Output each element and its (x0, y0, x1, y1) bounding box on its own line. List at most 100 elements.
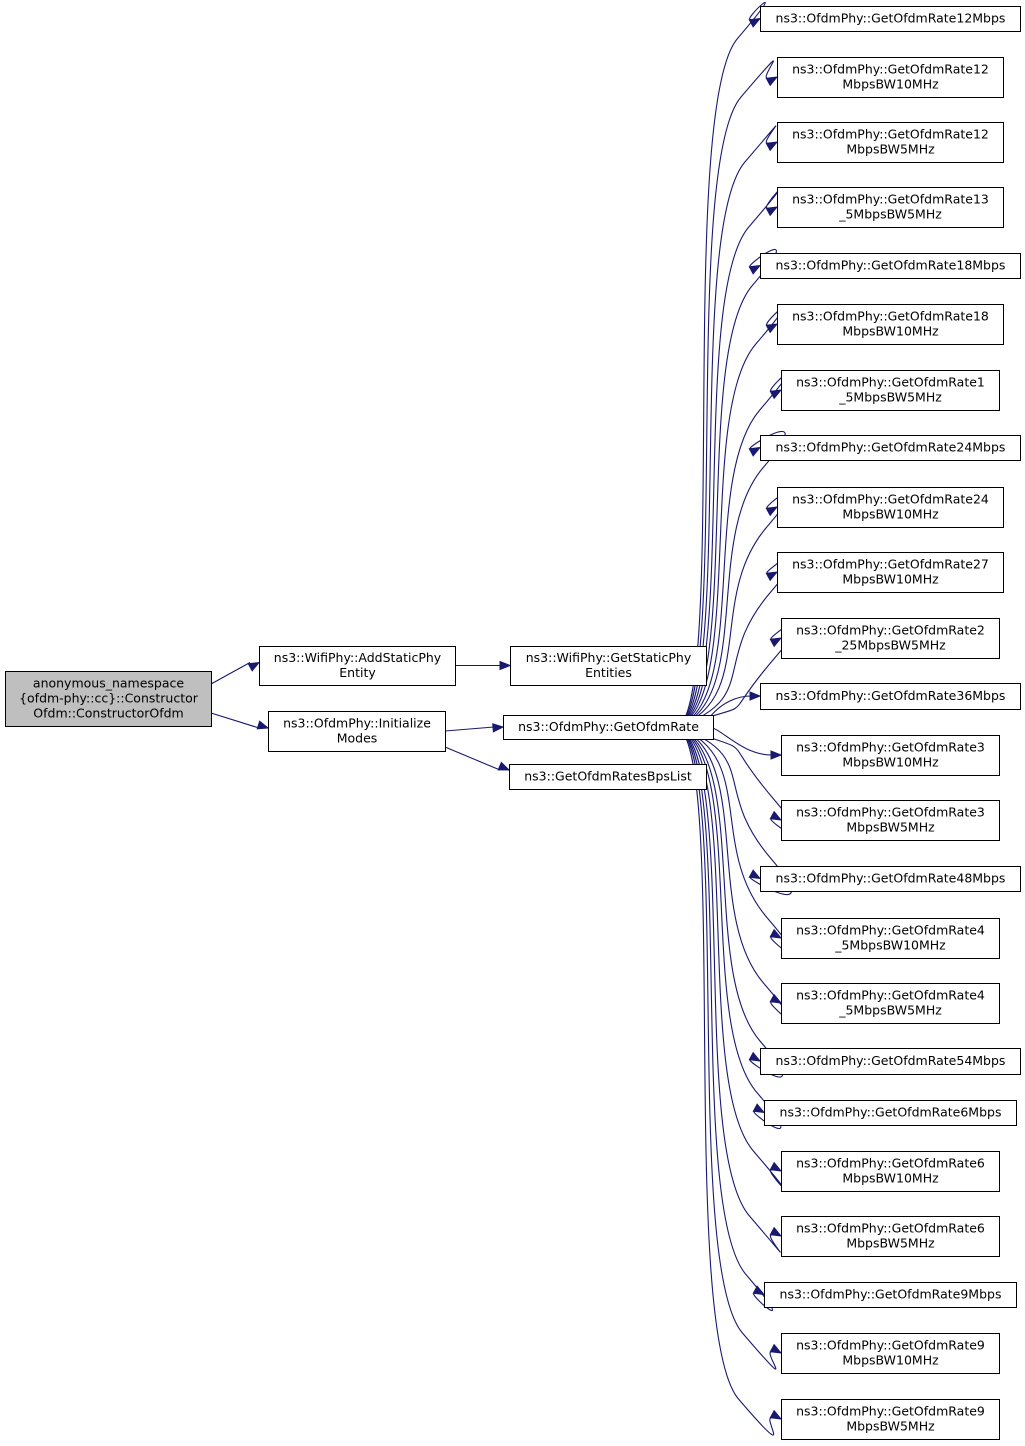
node-box (510, 646, 707, 686)
node-r4-5-5[interactable]: ns3::OfdmPhy::GetOfdmRate4_5MbpsBW5MHz (781, 983, 1000, 1024)
node-label-line: {ofdm-phy::cc}::Constructor (19, 691, 199, 706)
node-label-line: ns3::OfdmPhy::GetOfdmRate3 (796, 805, 985, 820)
arrowhead (748, 264, 762, 275)
node-label-line: ns3::OfdmPhy::GetOfdmRate6 (796, 1156, 985, 1171)
node-label-line: Entity (339, 665, 376, 680)
node-r13-5[interactable]: ns3::OfdmPhy::GetOfdmRate13_5MbpsBW5MHz (777, 187, 1004, 228)
node-box (760, 683, 1021, 710)
node-label-line: ns3::WifiPhy::GetStaticPhy (526, 650, 692, 665)
node-box (777, 57, 1004, 98)
node-box (781, 1399, 1000, 1440)
edge-getofdmrate-to-r4_5_10 (677, 726, 794, 955)
node-label-line: ns3::OfdmPhy::GetOfdmRate54Mbps (776, 1053, 1006, 1068)
node-box (781, 1333, 1000, 1374)
node-r12[interactable]: ns3::OfdmPhy::GetOfdmRate12Mbps (760, 6, 1021, 32)
node-box (777, 487, 1004, 528)
node-r2-25[interactable]: ns3::OfdmPhy::GetOfdmRate2_25MbpsBW5MHz (781, 618, 1000, 659)
node-r18[interactable]: ns3::OfdmPhy::GetOfdmRate18Mbps (760, 253, 1021, 279)
node-box (777, 122, 1004, 163)
node-r24[interactable]: ns3::OfdmPhy::GetOfdmRate24Mbps (760, 435, 1021, 461)
node-label-line: ns3::WifiPhy::AddStaticPhy (274, 650, 442, 665)
edge-getofdmrate-to-r1_5 (677, 373, 788, 728)
node-r54[interactable]: ns3::OfdmPhy::GetOfdmRate54Mbps (760, 1048, 1021, 1075)
arrowhead (765, 506, 779, 517)
arrowhead (769, 389, 783, 400)
arrowhead (769, 993, 783, 1004)
arrowhead (748, 17, 762, 28)
edge-initmodes-to-bpslist (444, 746, 501, 771)
node-label-line: MbpsBW5MHz (846, 1236, 935, 1251)
node-box (760, 866, 1021, 892)
arrowhead (752, 1103, 766, 1114)
arrowhead (748, 446, 762, 457)
node-label-line: Ofdm::ConstructorOfdm (33, 706, 183, 721)
arrowhead (769, 1409, 783, 1420)
arrowhead (497, 761, 511, 771)
node-box (760, 435, 1021, 461)
node-box (764, 1100, 1017, 1126)
node-label-line: MbpsBW10MHz (842, 755, 939, 770)
node-root[interactable]: anonymous_namespace{ofdm-phy::cc}::Const… (5, 671, 212, 727)
arrowhead (770, 750, 783, 760)
node-r6[interactable]: ns3::OfdmPhy::GetOfdmRate6Mbps (764, 1100, 1017, 1126)
node-box (503, 715, 714, 740)
node-label-line: MbpsBW10MHz (842, 324, 939, 339)
node-box (781, 918, 1000, 959)
node-r4-5-10[interactable]: ns3::OfdmPhy::GetOfdmRate4_5MbpsBW10MHz (781, 918, 1000, 959)
node-r9[interactable]: ns3::OfdmPhy::GetOfdmRate9Mbps (764, 1282, 1017, 1308)
node-label-line: MbpsBW10MHz (842, 572, 939, 587)
node-label-line: ns3::OfdmPhy::Initialize (283, 716, 431, 731)
node-label-line: ns3::OfdmPhy::GetOfdmRate9Mbps (780, 1287, 1002, 1302)
edge-getofdmrate-to-r24_10 (677, 490, 792, 728)
arrowhead (749, 691, 762, 701)
node-label-line: ns3::OfdmPhy::GetOfdmRate48Mbps (776, 871, 1006, 886)
node-box (781, 1216, 1000, 1257)
node-label-line: ns3::OfdmPhy::GetOfdmRate9 (796, 1338, 985, 1353)
node-box (777, 304, 1004, 345)
node-r1-5[interactable]: ns3::OfdmPhy::GetOfdmRate1_5MbpsBW5MHz (781, 370, 1000, 411)
node-label-line: MbpsBW10MHz (842, 507, 939, 522)
node-box (781, 735, 1000, 776)
arrowhead (769, 1226, 783, 1237)
arrowhead (492, 723, 505, 733)
node-r48[interactable]: ns3::OfdmPhy::GetOfdmRate48Mbps (760, 866, 1021, 892)
arrowhead (769, 1161, 783, 1172)
node-box (781, 800, 1000, 841)
node-box (777, 552, 1004, 593)
node-box (5, 671, 212, 727)
arrowhead (769, 637, 783, 648)
node-label-line: ns3::OfdmPhy::GetOfdmRate13 (792, 192, 989, 207)
edge-getofdmrate-to-r12_5 (677, 125, 777, 728)
node-label-line: Modes (337, 731, 378, 746)
node-box (760, 6, 1021, 32)
edge-initmodes-to-getofdmrate (444, 726, 495, 732)
arrowhead (765, 76, 779, 87)
node-box (781, 983, 1000, 1024)
node-getofdmrate[interactable]: ns3::OfdmPhy::GetOfdmRate (503, 715, 714, 740)
arrowhead (247, 661, 261, 672)
arrowhead (752, 1285, 766, 1296)
arrowhead (769, 1343, 783, 1354)
node-label-line: ns3::OfdmPhy::GetOfdmRate2 (796, 623, 985, 638)
arrowhead (499, 660, 512, 671)
node-r36[interactable]: ns3::OfdmPhy::GetOfdmRate36Mbps (760, 683, 1021, 710)
node-label-line: ns3::OfdmPhy::GetOfdmRate3 (796, 740, 985, 755)
node-label-line: ns3::OfdmPhy::GetOfdmRate1 (796, 375, 985, 390)
arrowhead (765, 141, 779, 152)
node-bpslist[interactable]: ns3::GetOfdmRatesBpsList (509, 764, 707, 790)
